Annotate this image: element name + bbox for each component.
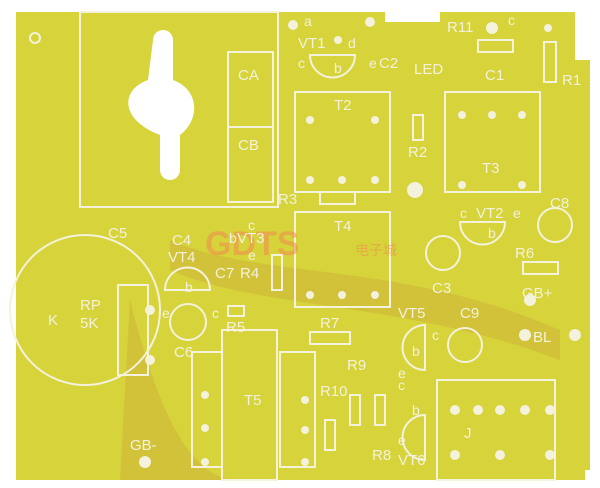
j-outline: [436, 379, 556, 481]
label-c6: C6: [174, 344, 193, 361]
label-r9: R9: [347, 357, 366, 374]
label-c8: C8: [550, 195, 569, 212]
label-vt4: VT4: [168, 249, 196, 266]
label-vt5-c: c: [432, 327, 439, 343]
label-led: LED: [414, 61, 443, 78]
label-vt6-c: c: [398, 377, 405, 393]
label-k: K: [48, 312, 58, 329]
label-vt5: VT5: [398, 305, 426, 322]
label-ca: CA: [238, 67, 259, 84]
label-t3: T3: [482, 160, 500, 177]
label-j: J: [464, 425, 472, 442]
label-c9: C9: [460, 305, 479, 322]
label-vt5-e: e: [398, 365, 406, 381]
label-r3: R3: [278, 191, 297, 208]
bracket-outline: [79, 11, 279, 208]
label-vt6: VT6: [398, 452, 426, 469]
silkscreen-labels: a VT1 d c b e C2 LED R11 c C1 R1 CA CB T…: [48, 12, 581, 469]
label-vt5-b: b: [412, 343, 420, 359]
label-r1: R1: [562, 72, 581, 89]
label-r11-c: c: [508, 12, 515, 28]
label-r7: R7: [320, 315, 339, 332]
label-t2: T2: [334, 97, 352, 114]
label-gb-minus: GB-: [130, 437, 157, 454]
label-c3: C3: [432, 280, 451, 297]
label-c2: C2: [379, 55, 398, 72]
label-r4: R4: [240, 265, 259, 282]
label-vt1-b: b: [334, 60, 342, 76]
label-vt3-e: e: [248, 247, 256, 263]
copper-shadow: [120, 240, 560, 480]
label-vt1-e: e: [369, 55, 377, 71]
label-vt4-c: c: [212, 305, 219, 321]
t4-outline: [294, 211, 391, 308]
t3-outline: [444, 91, 541, 193]
label-bl: BL: [533, 329, 551, 346]
label-vt4-b: b: [185, 279, 193, 295]
watermark-text: 电子城: [355, 243, 397, 259]
label-c7: C7: [215, 265, 234, 282]
watermark-logo: GDTS: [205, 225, 299, 263]
label-t5: T5: [244, 392, 262, 409]
label-r8: R8: [372, 447, 391, 464]
label-c5: C5: [108, 225, 127, 242]
label-gb-plus: GB+: [522, 285, 553, 302]
label-vt2-b: b: [488, 225, 496, 241]
label-vt2: VT2: [476, 205, 504, 222]
label-r6: R6: [515, 245, 534, 262]
label-c1: C1: [485, 67, 504, 84]
label-cb: CB: [238, 137, 259, 154]
label-r2: R2: [408, 144, 427, 161]
label-r11: R11: [447, 19, 473, 36]
label-vt3: VT3: [237, 230, 265, 247]
label-r5: R5: [226, 319, 245, 336]
label-vt3-b: b: [229, 230, 237, 246]
label-t4: T4: [334, 218, 352, 235]
pads: [139, 17, 581, 468]
label-vt2-e: e: [513, 205, 521, 221]
label-a: a: [304, 13, 312, 29]
label-vt2-c: c: [460, 205, 467, 221]
label-vt6-b: b: [412, 402, 420, 418]
mounting-slot: [128, 30, 195, 180]
label-rp-value: 5K: [80, 315, 98, 332]
label-c4: C4: [172, 232, 191, 249]
rp-outline: [9, 234, 161, 386]
label-vt3-c: c: [248, 217, 255, 233]
label-vt1: VT1: [298, 35, 326, 52]
label-vt4-e: e: [162, 305, 170, 321]
label-vt6-e: e: [398, 432, 406, 448]
label-rp: RP: [80, 297, 101, 314]
label-r10: R10: [320, 383, 348, 400]
label-vt1-c: c: [298, 55, 305, 71]
label-d: d: [348, 35, 356, 51]
